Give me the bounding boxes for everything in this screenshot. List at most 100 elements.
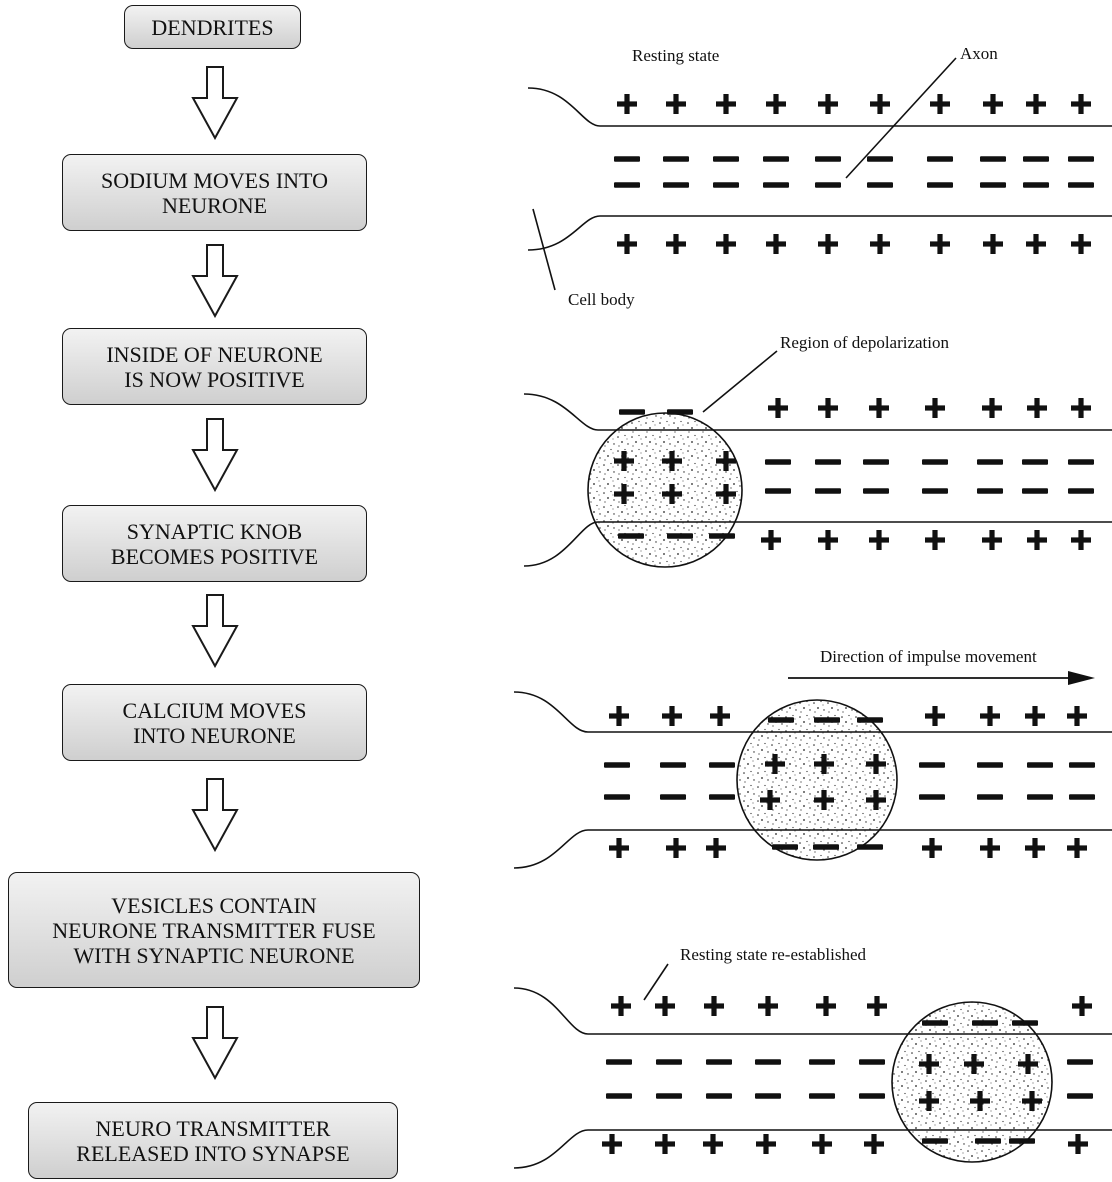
plus-charge-icon	[760, 790, 780, 810]
plus-charge-icon	[662, 484, 682, 504]
flow-step-neurotransmitter: NEURO TRANSMITTER RELEASED INTO SYNAPSE	[28, 1102, 398, 1179]
minus-charge-icon	[919, 794, 945, 800]
minus-charge-icon	[975, 1138, 1001, 1144]
arrowhead-right-icon	[1068, 671, 1095, 685]
plus-charge-icon	[930, 94, 950, 114]
minus-charge-icon	[660, 762, 686, 768]
minus-charge-icon	[977, 762, 1003, 768]
plus-charge-icon	[866, 754, 886, 774]
reestablished-leader	[643, 963, 669, 1001]
plus-charge-icon	[609, 838, 629, 858]
axon-label: Axon	[960, 44, 998, 63]
plus-charge-icon	[666, 234, 686, 254]
plus-charge-icon	[818, 398, 838, 418]
axon-leader	[845, 57, 957, 179]
flow-step-calcium: CALCIUM MOVES INTO NEURONE	[62, 684, 367, 761]
reestablished-label: Resting state re-established	[680, 945, 867, 964]
down-arrow-icon	[191, 778, 239, 852]
plus-charge-icon	[812, 1134, 832, 1154]
minus-charge-icon	[1023, 182, 1049, 188]
plus-charge-icon	[617, 234, 637, 254]
plus-charge-icon	[1018, 1054, 1038, 1074]
minus-charge-icon	[815, 156, 841, 162]
minus-charge-icon	[1009, 1138, 1035, 1144]
panel-impulse: Direction of impulse movement	[513, 647, 1112, 869]
minus-charge-icon	[606, 1093, 632, 1099]
panel-reestablished: Resting state re-established	[513, 945, 1112, 1169]
plus-charge-icon	[814, 754, 834, 774]
flow-step-vesicles: VESICLES CONTAIN NEURONE TRANSMITTER FUS…	[8, 872, 420, 988]
plus-charge-icon	[756, 1134, 776, 1154]
minus-charge-icon	[977, 488, 1003, 494]
minus-charge-icon	[604, 762, 630, 768]
minus-charge-icon	[815, 488, 841, 494]
charge-marks	[602, 996, 1093, 1154]
minus-charge-icon	[1067, 1093, 1093, 1099]
plus-charge-icon	[925, 398, 945, 418]
plus-charge-icon	[1027, 530, 1047, 550]
plus-charge-icon	[983, 234, 1003, 254]
plus-charge-icon	[662, 451, 682, 471]
plus-charge-icon	[609, 706, 629, 726]
depolarization-leader	[702, 350, 778, 413]
flow-step-dendrites: DENDRITES	[124, 5, 301, 49]
minus-charge-icon	[667, 533, 693, 539]
minus-charge-icon	[867, 156, 893, 162]
panel-depolarization: Region of depolarization	[523, 333, 1112, 568]
minus-charge-icon	[663, 156, 689, 162]
plus-charge-icon	[710, 706, 730, 726]
minus-charge-icon	[857, 844, 883, 850]
down-arrow-icon	[191, 594, 239, 668]
minus-charge-icon	[656, 1093, 682, 1099]
plus-charge-icon	[864, 1134, 884, 1154]
cell-body-label: Cell body	[568, 290, 635, 309]
plus-charge-icon	[1071, 94, 1091, 114]
plus-charge-icon	[982, 398, 1002, 418]
plus-charge-icon	[1067, 838, 1087, 858]
minus-charge-icon	[977, 794, 1003, 800]
flow-step-inside-positive: INSIDE OF NEURONE IS NOW POSITIVE	[62, 328, 367, 405]
plus-charge-icon	[983, 94, 1003, 114]
minus-charge-icon	[1069, 762, 1095, 768]
minus-charge-icon	[619, 409, 645, 415]
plus-charge-icon	[1022, 1091, 1042, 1111]
depolarization-region	[736, 699, 898, 861]
depolarization-region	[587, 412, 743, 568]
plus-charge-icon	[666, 94, 686, 114]
minus-charge-icon	[656, 1059, 682, 1065]
minus-charge-icon	[768, 717, 794, 723]
plus-charge-icon	[766, 234, 786, 254]
minus-charge-icon	[713, 182, 739, 188]
minus-charge-icon	[614, 156, 640, 162]
minus-charge-icon	[922, 1020, 948, 1026]
cell-body-leader	[532, 208, 556, 291]
minus-charge-icon	[706, 1059, 732, 1065]
plus-charge-icon	[1068, 1134, 1088, 1154]
minus-charge-icon	[1069, 794, 1095, 800]
plus-charge-icon	[818, 94, 838, 114]
minus-charge-icon	[1023, 156, 1049, 162]
resting-state-label: Resting state	[632, 46, 719, 65]
minus-charge-icon	[667, 409, 693, 415]
minus-charge-icon	[604, 794, 630, 800]
minus-charge-icon	[814, 717, 840, 723]
minus-charge-icon	[857, 717, 883, 723]
plus-charge-icon	[655, 1134, 675, 1154]
plus-charge-icon	[703, 1134, 723, 1154]
minus-charge-icon	[1022, 488, 1048, 494]
minus-charge-icon	[863, 459, 889, 465]
flow-step-sodium: SODIUM MOVES INTO NEURONE	[62, 154, 367, 231]
minus-charge-icon	[809, 1059, 835, 1065]
impulse-direction-label: Direction of impulse movement	[820, 647, 1037, 666]
depolarization-label: Region of depolarization	[780, 333, 950, 352]
down-arrow-icon	[191, 66, 239, 140]
down-arrow-icon	[191, 418, 239, 492]
plus-charge-icon	[1025, 706, 1045, 726]
plus-charge-icon	[814, 790, 834, 810]
plus-charge-icon	[869, 530, 889, 550]
plus-charge-icon	[1026, 234, 1046, 254]
minus-charge-icon	[859, 1059, 885, 1065]
minus-charge-icon	[863, 488, 889, 494]
plus-charge-icon	[1027, 398, 1047, 418]
